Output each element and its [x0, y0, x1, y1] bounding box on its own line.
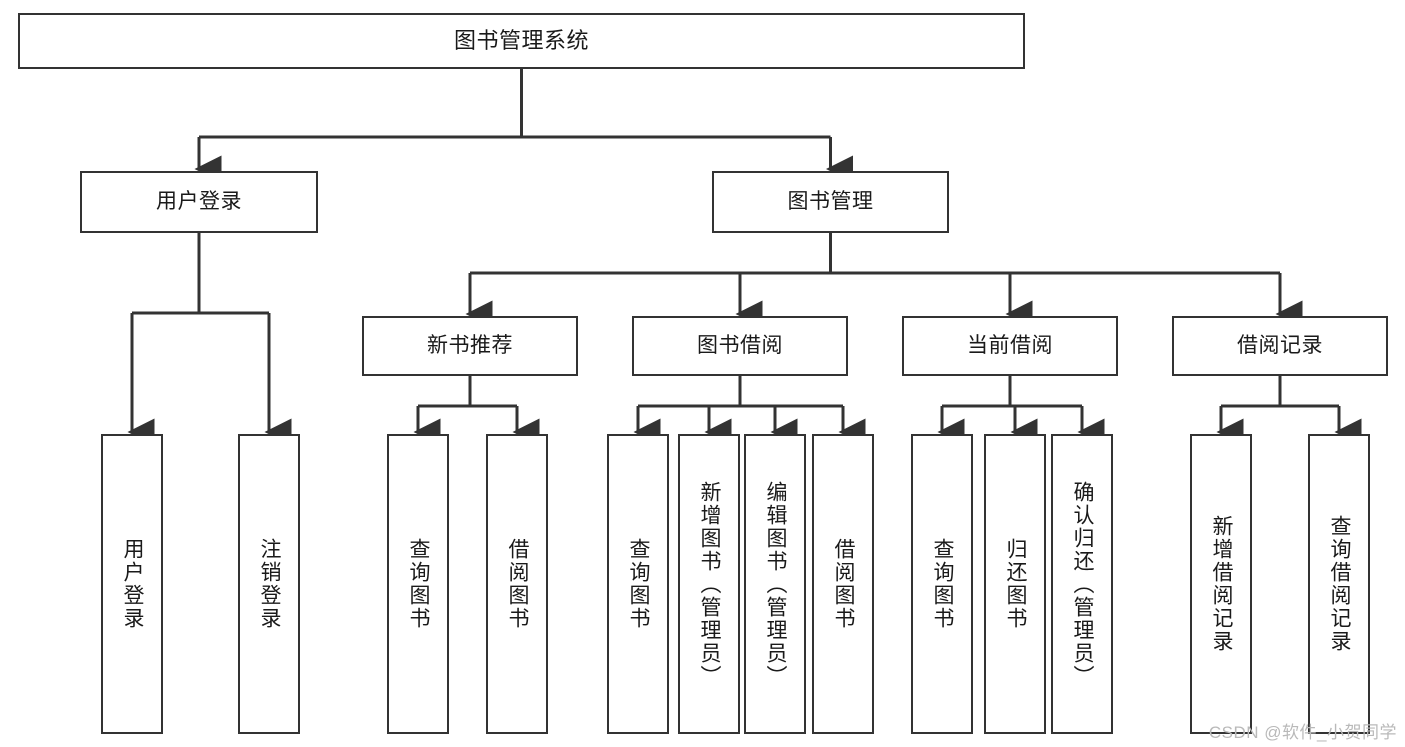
node-label: 注销登录 — [258, 538, 282, 630]
node-label: 用户登录 — [156, 189, 242, 213]
node-leaf-borrow-book-2[interactable]: 借阅图书 — [812, 434, 874, 734]
node-leaf-return-book[interactable]: 归还图书 — [984, 434, 1046, 734]
node-label: 图书管理系统 — [453, 28, 589, 54]
node-leaf-borrow-book-1[interactable]: 借阅图书 — [486, 434, 548, 734]
node-leaf-query-book-2[interactable]: 查询图书 — [607, 434, 669, 734]
node-leaf-confirm-return[interactable]: 确认归还（管理员） — [1051, 434, 1113, 734]
node-leaf-user-login[interactable]: 用户登录 — [101, 434, 163, 734]
node-label: 编辑图书（管理员） — [764, 480, 788, 688]
node-label: 图书借阅 — [697, 333, 783, 357]
node-current-borrow[interactable]: 当前借阅 — [902, 316, 1118, 376]
node-user-login[interactable]: 用户登录 — [80, 171, 318, 233]
node-label: 新增图书（管理员） — [698, 480, 722, 688]
node-label: 查询图书 — [627, 538, 651, 630]
node-label: 新书推荐 — [427, 333, 513, 357]
node-label: 确认归还（管理员） — [1071, 480, 1095, 688]
node-root-system[interactable]: 图书管理系统 — [18, 13, 1025, 69]
node-label: 用户登录 — [121, 538, 145, 630]
node-label: 借阅图书 — [832, 538, 856, 630]
node-leaf-add-record[interactable]: 新增借阅记录 — [1190, 434, 1252, 734]
node-label: 查询图书 — [407, 538, 431, 630]
node-label: 借阅图书 — [506, 538, 530, 630]
node-new-book-rec[interactable]: 新书推荐 — [362, 316, 578, 376]
node-leaf-edit-book[interactable]: 编辑图书（管理员） — [744, 434, 806, 734]
node-book-borrow[interactable]: 图书借阅 — [632, 316, 848, 376]
watermark-text: CSDN @软件_小贺同学 — [1208, 723, 1397, 742]
node-label: 查询借阅记录 — [1328, 515, 1352, 653]
node-label: 当前借阅 — [967, 333, 1053, 357]
node-label: 新增借阅记录 — [1210, 515, 1234, 653]
node-book-manage[interactable]: 图书管理 — [712, 171, 949, 233]
node-label: 归还图书 — [1004, 538, 1028, 630]
node-borrow-record[interactable]: 借阅记录 — [1172, 316, 1388, 376]
node-label: 查询图书 — [931, 538, 955, 630]
node-leaf-user-logout[interactable]: 注销登录 — [238, 434, 300, 734]
node-label: 借阅记录 — [1237, 333, 1323, 357]
node-label: 图书管理 — [787, 189, 874, 213]
node-leaf-query-book-3[interactable]: 查询图书 — [911, 434, 973, 734]
node-leaf-query-record[interactable]: 查询借阅记录 — [1308, 434, 1370, 734]
node-leaf-query-book-1[interactable]: 查询图书 — [387, 434, 449, 734]
node-leaf-add-book[interactable]: 新增图书（管理员） — [678, 434, 740, 734]
